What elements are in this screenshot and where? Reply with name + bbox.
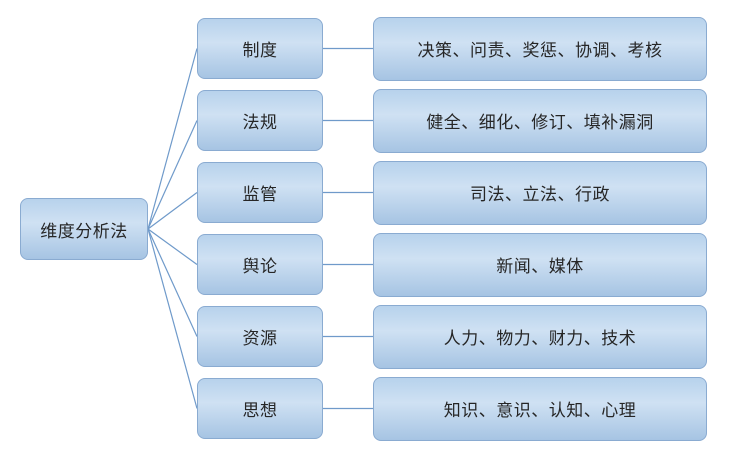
category-node[interactable]: 舆论 <box>197 234 323 295</box>
category-label: 思想 <box>242 401 278 420</box>
category-node[interactable]: 思想 <box>197 378 323 439</box>
detail-label: 健全、细化、修订、填补漏洞 <box>426 113 654 132</box>
detail-node[interactable]: 健全、细化、修订、填补漏洞 <box>373 88 707 153</box>
category-label: 资源 <box>242 329 278 348</box>
detail-node[interactable]: 知识、意识、认知、心理 <box>373 376 707 441</box>
category-label: 制度 <box>242 41 278 60</box>
root-label: 维度分析法 <box>40 221 128 241</box>
category-label: 舆论 <box>242 257 278 276</box>
category-node[interactable]: 制度 <box>197 18 323 79</box>
category-node[interactable]: 资源 <box>197 306 323 367</box>
category-node[interactable]: 监管 <box>197 162 323 223</box>
detail-node[interactable]: 决策、问责、奖惩、协调、考核 <box>373 16 707 81</box>
root-node[interactable]: 维度分析法 <box>20 198 148 260</box>
detail-label: 决策、问责、奖惩、协调、考核 <box>417 41 663 60</box>
detail-label: 司法、立法、行政 <box>470 185 610 204</box>
category-node[interactable]: 法规 <box>197 90 323 151</box>
detail-label: 人力、物力、财力、技术 <box>443 329 637 348</box>
detail-label: 新闻、媒体 <box>496 257 584 276</box>
detail-node[interactable]: 司法、立法、行政 <box>373 160 707 225</box>
detail-node[interactable]: 人力、物力、财力、技术 <box>373 304 707 369</box>
detail-node[interactable]: 新闻、媒体 <box>373 232 707 297</box>
detail-label: 知识、意识、认知、心理 <box>443 401 637 420</box>
category-label: 法规 <box>242 113 278 132</box>
category-label: 监管 <box>242 185 278 204</box>
